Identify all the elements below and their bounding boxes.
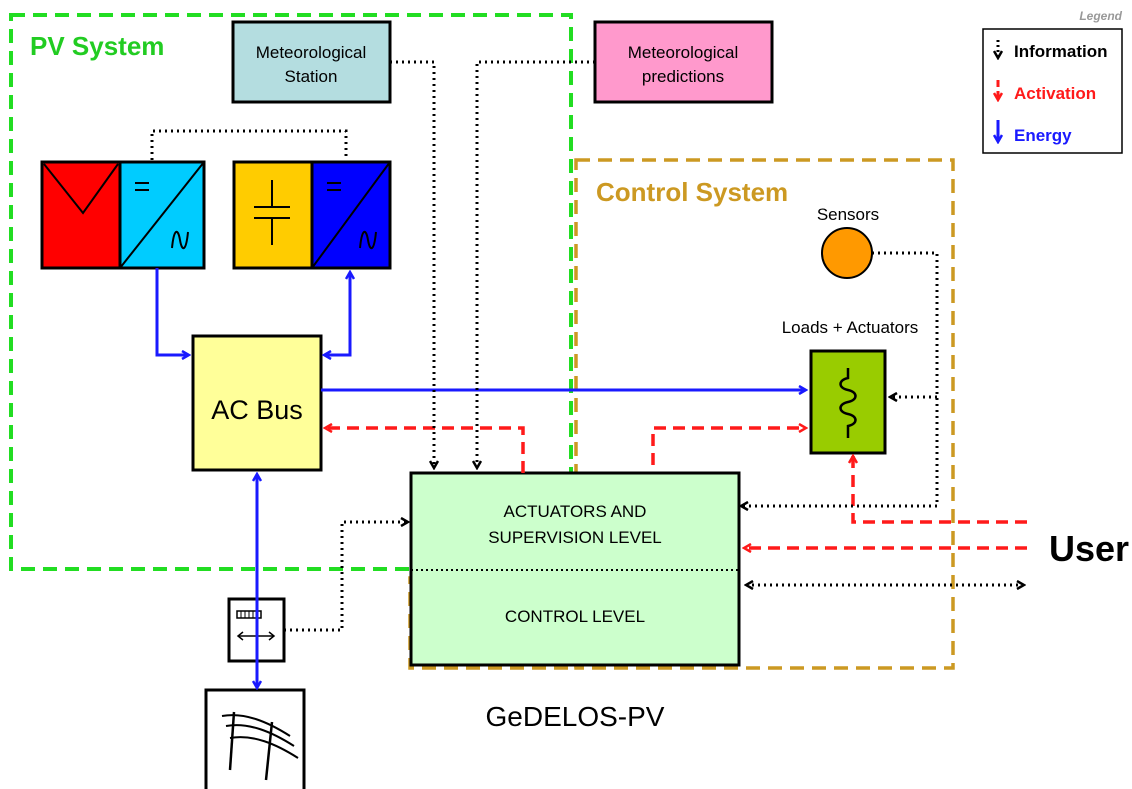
info-flow-sensors-to-controller [741, 251, 939, 506]
information-flows [150, 60, 1024, 632]
loads-actuators-label: Loads + Actuators [782, 318, 919, 337]
power-grid-icon [204, 688, 306, 789]
legend-title: Legend [1079, 9, 1122, 23]
sensors-icon [821, 227, 873, 279]
meteorological-station-label-2: Station [285, 67, 338, 86]
svg-text:Energy: Energy [1014, 126, 1072, 145]
meteorological-predictions-box [593, 20, 774, 104]
controller-box [409, 471, 741, 667]
controller-control-level-label: CONTROL LEVEL [505, 607, 645, 626]
load-heater-icon [809, 349, 887, 455]
meteorological-station-label-1: Meteorological [256, 43, 367, 62]
pv-system-title: PV System [30, 31, 164, 61]
energy-flows [155, 268, 806, 688]
legend-item-energy: Energy [998, 120, 1072, 145]
pv-panel-icon [40, 160, 122, 270]
control-system-region [574, 158, 955, 670]
activation-flow-user-to-load [853, 456, 1027, 524]
meteorological-predictions-label-1: Meteorological [628, 43, 739, 62]
pv-system-region [9, 13, 573, 571]
control-system-title: Control System [596, 177, 788, 207]
battery-icon [232, 160, 314, 270]
pv-inverter-icon [118, 160, 206, 270]
energy-flow-pv-to-acbus [155, 268, 189, 355]
activation-flow-controller-to-load [651, 428, 806, 465]
info-flow-pv-inverter [150, 129, 348, 160]
activation-flow-controller-to-acbus [325, 428, 525, 473]
svg-text:Information: Information [1014, 42, 1108, 61]
meteorological-predictions-label-2: predictions [642, 67, 724, 86]
svg-text:Activation: Activation [1014, 84, 1096, 103]
controller-supervision-label-2: SUPERVISION LEVEL [488, 528, 662, 547]
controller-name: GeDELOS-PV [486, 701, 665, 732]
sensors-label: Sensors [817, 205, 879, 224]
legend-box [982, 28, 1123, 154]
info-flow-meter-to-controller [284, 522, 408, 632]
activation-flows [325, 428, 1027, 548]
ac-bus-box [191, 334, 323, 472]
ac-bus-label: AC Bus [211, 395, 303, 425]
energy-flow-battery-acbus [324, 272, 350, 355]
controller-supervision-label-1: ACTUATORS AND [504, 502, 647, 521]
user-label: User [1049, 528, 1129, 569]
info-flow-station-to-controller [390, 60, 434, 468]
legend-item-information: Information [998, 40, 1108, 61]
battery-inverter-icon [310, 160, 392, 270]
legend-item-activation: Activation [998, 80, 1096, 103]
meteorological-station-box [231, 20, 392, 104]
